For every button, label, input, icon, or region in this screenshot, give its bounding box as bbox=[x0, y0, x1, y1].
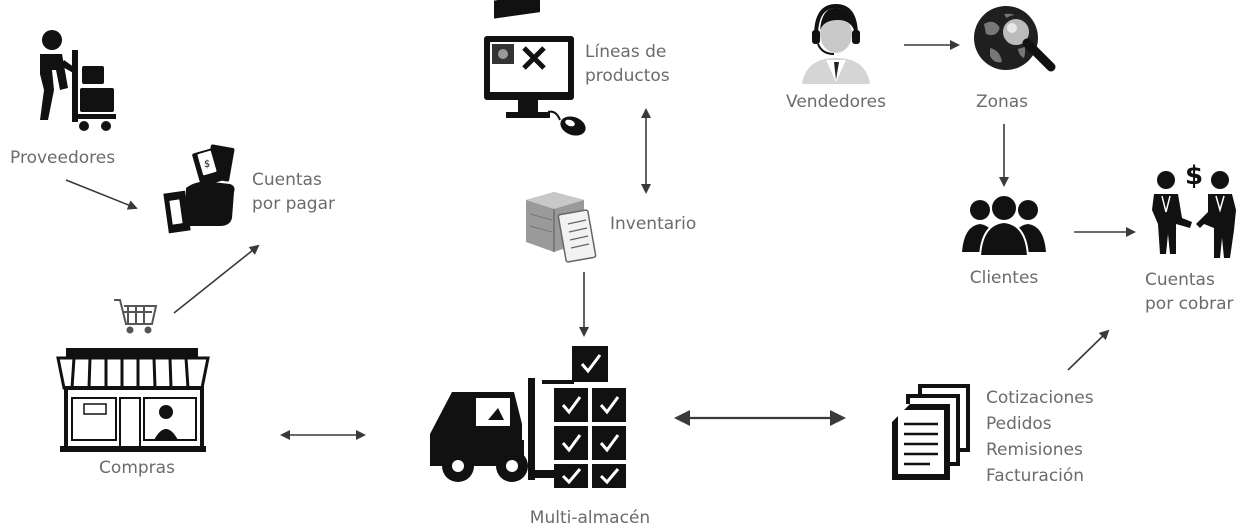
lineas-label-line1: Líneas de bbox=[585, 42, 667, 62]
hand-with-money-icon: $ bbox=[163, 144, 235, 234]
cuentas-cobrar-label-line2: por cobrar bbox=[1145, 294, 1234, 314]
doc-type-label: Facturación bbox=[986, 466, 1085, 486]
svg-text:$: $ bbox=[204, 159, 210, 170]
doc-type-label: Pedidos bbox=[986, 414, 1052, 434]
arrow-docs-to-cuentas-cobrar bbox=[1067, 329, 1110, 371]
globe-magnifier-icon bbox=[974, 6, 1056, 72]
cuentas-cobrar-label-line1: Cuentas bbox=[1145, 270, 1215, 290]
proveedores-label: Proveedores bbox=[10, 148, 116, 168]
business-deal-icon: $ bbox=[1152, 161, 1236, 258]
documents-stack-icon bbox=[892, 384, 970, 480]
lineas-label-line2: productos bbox=[585, 66, 670, 86]
zonas-label: Zonas bbox=[975, 92, 1029, 112]
compras-label: Compras bbox=[99, 458, 175, 478]
clientes-label: Clientes bbox=[969, 268, 1039, 288]
person-pushing-cart-icon bbox=[40, 30, 116, 131]
inventario-label: Inventario bbox=[610, 214, 697, 234]
people-group-icon bbox=[962, 194, 1046, 257]
multialmacen-label: Multi-almacén bbox=[529, 508, 651, 528]
svg-text:$: $ bbox=[1185, 161, 1203, 191]
forklift-boxes-icon bbox=[430, 346, 626, 488]
arrow-compras-to-cuentas-pagar bbox=[173, 244, 260, 314]
doc-type-label: Cotizaciones bbox=[986, 388, 1094, 408]
arrow-proveedores-to-cuentas-pagar bbox=[65, 179, 138, 210]
warehouse-checklist-icon bbox=[526, 192, 597, 263]
cuentas-pagar-label-line1: Cuentas bbox=[252, 170, 322, 190]
doc-type-label: Remisiones bbox=[986, 440, 1083, 460]
vendedores-label: Vendedores bbox=[786, 92, 886, 112]
shopping-cart-icon bbox=[114, 299, 158, 334]
headset-agent-icon bbox=[802, 3, 870, 84]
cuentas-pagar-label-line2: por pagar bbox=[252, 194, 335, 214]
storefront-icon bbox=[56, 348, 210, 452]
computer-tools-icon bbox=[484, 0, 586, 136]
